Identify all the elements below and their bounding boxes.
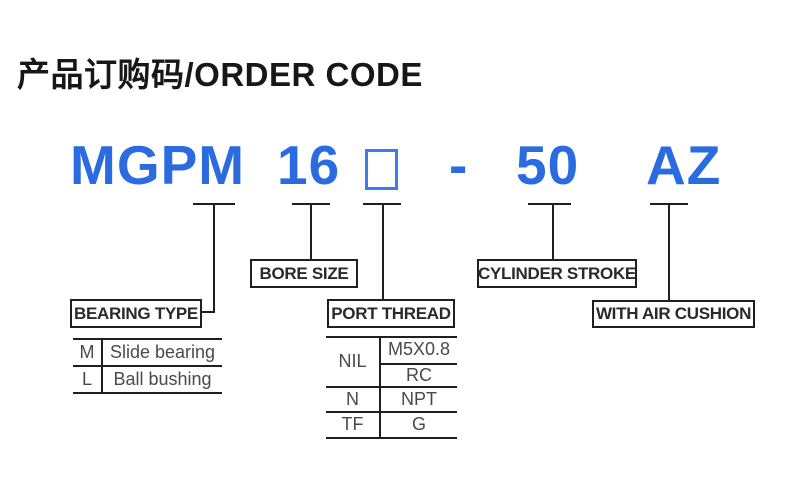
port-table-cell-code: N xyxy=(346,388,359,409)
port-table-cell-thread: G xyxy=(411,414,426,434)
connector-cushion-stem xyxy=(668,203,670,302)
callout-with-air-cushion: WITH AIR CUSHION xyxy=(592,300,755,328)
code-segment-bearing-type: MGPM xyxy=(70,134,246,196)
bearing-table-rule-top xyxy=(73,338,222,340)
port-table-cell-thread: RC xyxy=(406,364,432,385)
port-table-col-divider xyxy=(379,336,381,439)
connector-bearing-stem xyxy=(213,203,215,313)
bearing-table-rule-mid xyxy=(73,365,222,367)
port-table-rule-bottom xyxy=(326,437,457,439)
page-title: 产品订购码/ORDER CODE xyxy=(17,56,423,93)
port-table-rule-3 xyxy=(326,411,457,413)
code-segment-separator: - xyxy=(449,134,469,196)
bearing-table-cell-desc: Ball bushing xyxy=(113,368,212,389)
callout-port-thread: PORT THREAD xyxy=(327,299,455,328)
bearing-table-cell-code: L xyxy=(81,368,92,389)
port-table-rule-2 xyxy=(326,386,457,388)
callout-cylinder-stroke: CYLINDER STROKE xyxy=(477,259,637,288)
connector-bearing-elbow xyxy=(202,311,215,313)
bearing-table-col-divider xyxy=(101,338,103,394)
code-segment-port-thread-placeholder-box xyxy=(365,149,398,190)
port-table-cell-thread: NPT xyxy=(401,388,437,409)
connector-stroke-tbar xyxy=(528,203,571,205)
code-segment-bore-size: 16 xyxy=(277,134,341,196)
connector-bore-stem xyxy=(310,203,312,260)
port-table-cell-code: TF xyxy=(341,414,364,434)
connector-port-stem xyxy=(382,203,384,300)
port-table-rule-top xyxy=(326,336,457,338)
connector-stroke-stem xyxy=(552,203,554,260)
code-segment-air-cushion: AZ xyxy=(646,134,722,196)
port-table-cell-thread: M5X0.8 xyxy=(387,339,451,359)
bearing-table-rule-bottom xyxy=(73,392,222,394)
code-segment-cylinder-stroke: 50 xyxy=(516,134,580,196)
callout-bearing-type: BEARING TYPE xyxy=(70,299,202,328)
callout-bore-size: BORE SIZE xyxy=(250,259,358,288)
port-table-rule-partial xyxy=(379,363,457,365)
port-table-cell-code: NIL xyxy=(338,351,367,371)
bearing-table-cell-desc: Slide bearing xyxy=(109,341,216,362)
bearing-table-cell-code: M xyxy=(79,341,95,362)
